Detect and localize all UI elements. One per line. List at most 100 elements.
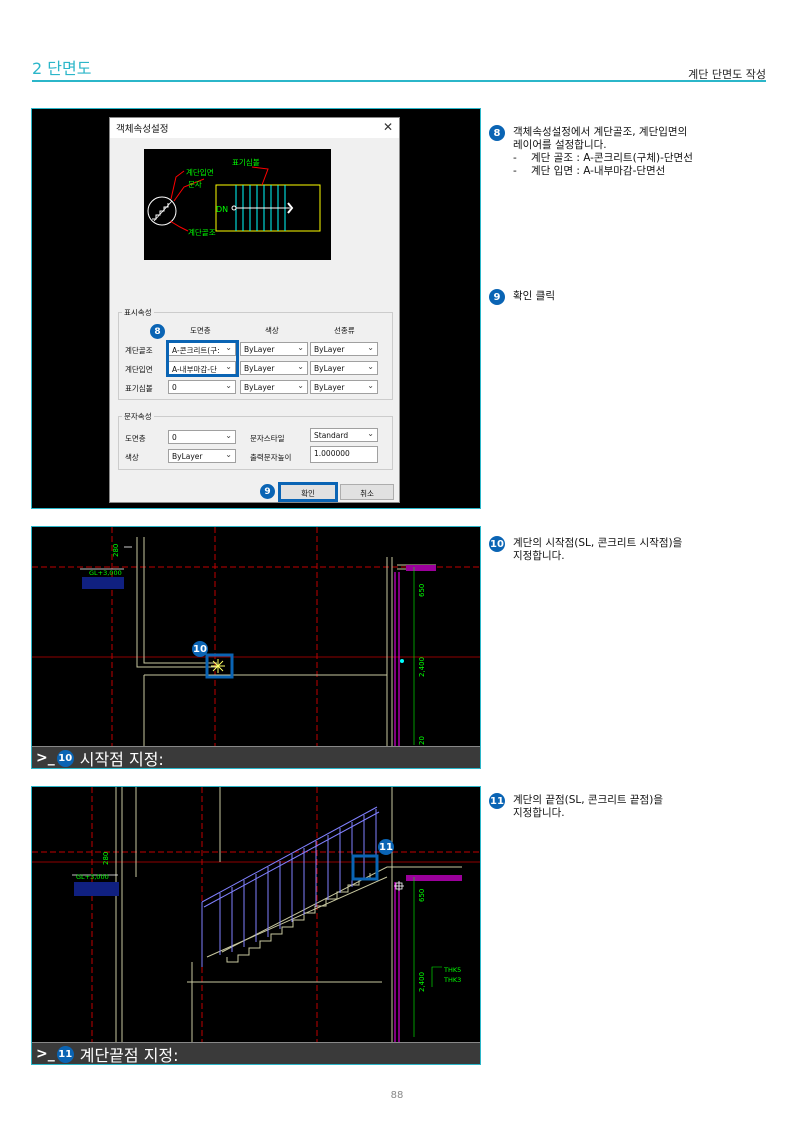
cad-start-point-panel: GL+3,000 280 650 2,400 20 10 >_ 10 시작점 지… bbox=[31, 526, 481, 769]
note-step-9: 9 확인 클릭 bbox=[489, 289, 555, 305]
text-color-select[interactable]: ByLayer⌄ bbox=[168, 449, 236, 463]
preview-label-symbol: 표기심볼 bbox=[232, 157, 260, 167]
text-style-select[interactable]: Standard⌄ bbox=[310, 428, 378, 442]
cad-dim-280: 280 bbox=[112, 544, 120, 557]
note-8-line-2: 레이어를 설정합니다. bbox=[513, 139, 607, 151]
text-height-input[interactable]: 1.000000 bbox=[310, 446, 378, 463]
chevron-down-icon: ⌄ bbox=[297, 362, 304, 371]
row-label-stair-face: 계단입면 bbox=[125, 365, 153, 374]
preview-label-dn: DN bbox=[216, 205, 228, 214]
linetype-select-stair-struct[interactable]: ByLayer⌄ bbox=[310, 342, 378, 356]
row-label-symbol: 표기심볼 bbox=[125, 384, 153, 393]
header-rule bbox=[32, 80, 766, 82]
stair-preview-drawing: 계단입면 문자 표기심볼 DN 계단골조 bbox=[147, 157, 321, 237]
step-badge-11: 11 bbox=[489, 793, 505, 809]
note-step-8: 8 객체속성설정에서 계단골조, 계단입면의 레이어를 설정합니다. - 계단 골… bbox=[489, 125, 693, 178]
chevron-down-icon: ⌄ bbox=[367, 429, 374, 438]
chevron-down-icon: ⌄ bbox=[225, 450, 232, 459]
chevron-down-icon: ⌄ bbox=[367, 343, 374, 352]
note-10-line-1: 계단의 시작점(SL, 콘크리트 시작점)을 bbox=[513, 537, 683, 549]
step-badge-10-cad: 10 bbox=[192, 641, 208, 657]
command-prompt: >_ bbox=[36, 750, 55, 766]
note-8-sub-1: 계단 골조 : A-콘크리트(구체)-단면선 bbox=[531, 152, 693, 164]
cad-dim-650: 650 bbox=[418, 584, 426, 597]
stair-preview: 계단입면 문자 표기심볼 DN 계단골조 bbox=[144, 149, 331, 260]
cad-gl-label-2: GL+3,000 bbox=[76, 873, 109, 881]
object-property-dialog: 객체속성설정 ✕ bbox=[109, 117, 400, 503]
chevron-down-icon: ⌄ bbox=[367, 381, 374, 390]
layer-select-symbol[interactable]: 0⌄ bbox=[168, 380, 236, 394]
page-number: 88 bbox=[390, 1090, 404, 1101]
text-layer-label: 도면층 bbox=[125, 434, 146, 443]
cad-thk-1: THK5 bbox=[443, 966, 461, 974]
chevron-down-icon: ⌄ bbox=[297, 343, 304, 352]
text-properties-group bbox=[118, 416, 393, 470]
note-9-text: 확인 클릭 bbox=[513, 290, 555, 302]
section-title: 2 단면도 bbox=[32, 59, 92, 78]
row-label-stair-struct: 계단골조 bbox=[125, 346, 153, 355]
chevron-down-icon: ⌄ bbox=[225, 343, 232, 352]
display-properties-group bbox=[118, 312, 393, 400]
linetype-select-symbol[interactable]: ByLayer⌄ bbox=[310, 380, 378, 394]
cancel-button[interactable]: 취소 bbox=[340, 484, 394, 500]
cad-dim-2400-2: 2,400 bbox=[418, 972, 426, 992]
dialog-titlebar: 객체속성설정 ✕ bbox=[110, 118, 399, 138]
cad-dim-2400: 2,400 bbox=[418, 657, 426, 677]
cad-end-point-panel: GL+3,000 280 650 2,400 THK5 THK3 11 >_ 1… bbox=[31, 786, 481, 1065]
note-11-line-2: 지정합니다. bbox=[513, 807, 565, 819]
note-11-line-1: 계단의 끝점(SL, 콘크리트 끝점)을 bbox=[513, 794, 663, 806]
command-text-end: 계단끝점 지정: bbox=[79, 1046, 179, 1065]
color-select-symbol[interactable]: ByLayer⌄ bbox=[240, 380, 308, 394]
document-title: 계단 단면도 작성 bbox=[688, 68, 766, 81]
preview-label-stair-face: 계단입면 bbox=[186, 167, 214, 177]
note-step-11: 11 계단의 끝점(SL, 콘크리트 끝점)을 지정합니다. bbox=[489, 793, 663, 820]
chevron-down-icon: ⌄ bbox=[225, 431, 232, 440]
note-8-line-1: 객체속성설정에서 계단골조, 계단입면의 bbox=[513, 126, 688, 138]
col-header-color: 색상 bbox=[265, 326, 279, 335]
preview-label-stair-struct: 계단골조 bbox=[188, 227, 216, 237]
step-badge-9: 9 bbox=[489, 289, 505, 305]
cad-gl-label: GL+3,000 bbox=[89, 569, 122, 577]
note-10-line-2: 지정합니다. bbox=[513, 550, 565, 562]
col-header-linetype: 선종류 bbox=[334, 326, 355, 335]
col-header-layer: 도면층 bbox=[190, 326, 211, 335]
display-properties-label: 표시속성 bbox=[122, 307, 154, 318]
dialog-screenshot-panel: 객체속성설정 ✕ bbox=[31, 108, 481, 509]
note-8-dash-2: - bbox=[513, 165, 517, 177]
command-prompt-2: >_ bbox=[36, 1046, 55, 1062]
step-badge-10-cmd: 10 bbox=[56, 749, 74, 767]
cad-thk-2: THK3 bbox=[443, 976, 461, 984]
command-text-start: 시작점 지정: bbox=[79, 750, 164, 769]
layer-highlight-box bbox=[166, 340, 239, 377]
chevron-down-icon: ⌄ bbox=[297, 381, 304, 390]
cad-drawing-start: GL+3,000 280 650 2,400 20 bbox=[32, 527, 480, 747]
linetype-select-stair-face[interactable]: ByLayer⌄ bbox=[310, 361, 378, 375]
command-line-end[interactable]: >_ 11 계단끝점 지정: bbox=[32, 1042, 480, 1065]
note-8-sub-2: 계단 입면 : A-내부마감-단면선 bbox=[531, 165, 666, 177]
command-line-start[interactable]: >_ 10 시작점 지정: bbox=[32, 746, 480, 769]
text-layer-select[interactable]: 0⌄ bbox=[168, 430, 236, 444]
text-color-label: 색상 bbox=[125, 453, 139, 462]
chevron-down-icon: ⌄ bbox=[367, 362, 374, 371]
note-step-10: 10 계단의 시작점(SL, 콘크리트 시작점)을 지정합니다. bbox=[489, 536, 683, 563]
step-badge-10: 10 bbox=[489, 536, 505, 552]
text-properties-label: 문자속성 bbox=[122, 411, 154, 422]
step-badge-11-cmd: 11 bbox=[56, 1045, 74, 1063]
cad-dim-20: 20 bbox=[418, 736, 426, 745]
ok-highlight-box bbox=[278, 482, 338, 502]
step-badge-8: 8 bbox=[489, 125, 505, 141]
cad-dim-280-2: 280 bbox=[102, 852, 110, 865]
close-icon[interactable]: ✕ bbox=[382, 120, 393, 134]
preview-label-text: 문자 bbox=[188, 180, 202, 189]
chevron-down-icon: ⌄ bbox=[225, 381, 232, 390]
chevron-down-icon: ⌄ bbox=[225, 362, 232, 371]
step-badge-11-cad: 11 bbox=[378, 839, 394, 855]
cad-drawing-end: GL+3,000 280 650 2,400 THK5 THK3 bbox=[32, 787, 480, 1042]
dialog-title: 객체속성설정 bbox=[116, 124, 169, 135]
step-badge-8-dialog: 8 bbox=[150, 324, 165, 339]
color-select-stair-face[interactable]: ByLayer⌄ bbox=[240, 361, 308, 375]
note-8-dash-1: - bbox=[513, 152, 517, 164]
color-select-stair-struct[interactable]: ByLayer⌄ bbox=[240, 342, 308, 356]
text-height-label: 출력문자높이 bbox=[250, 453, 292, 462]
step-badge-9-dialog: 9 bbox=[260, 484, 275, 499]
